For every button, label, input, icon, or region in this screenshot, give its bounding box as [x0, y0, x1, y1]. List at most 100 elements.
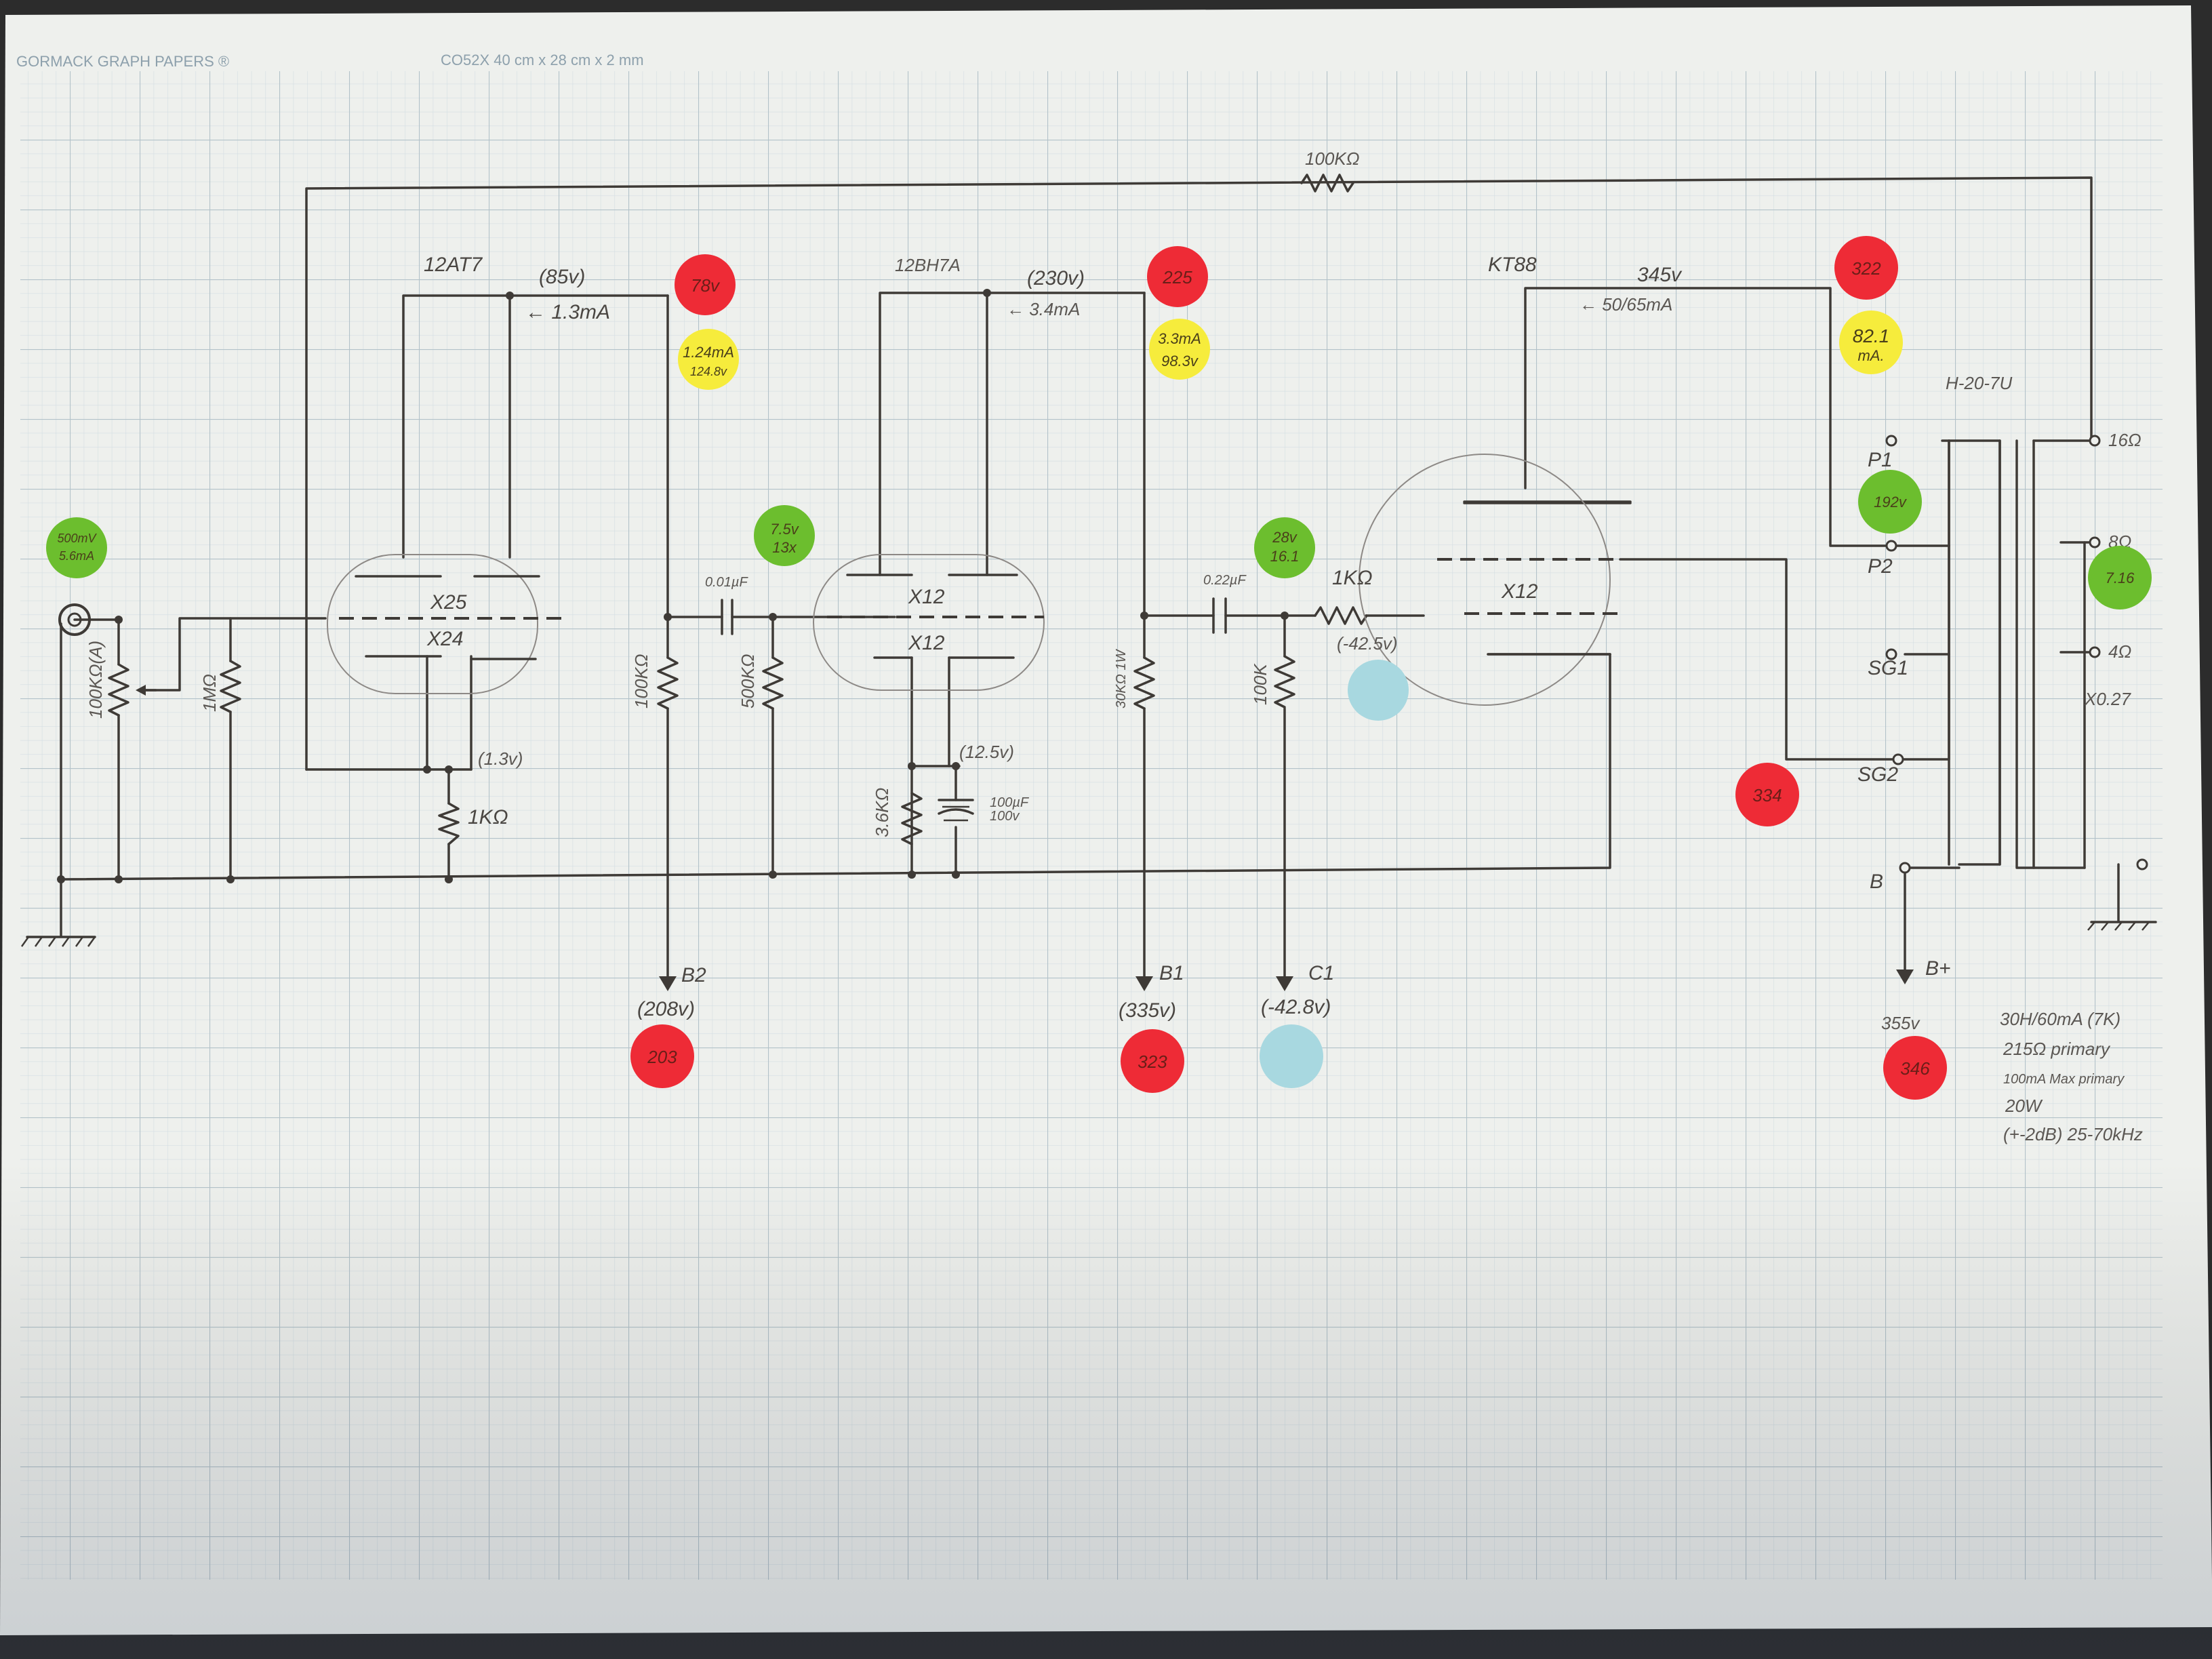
sticker-red: [675, 254, 736, 315]
tx-ratio: X0.27: [2084, 689, 2131, 709]
tx-meas-out: 7.16: [2106, 569, 2135, 586]
stage1-plate-v: (85v): [539, 266, 585, 288]
kt88-meas-i1: 82.1: [1853, 325, 1890, 346]
b2-label: B2: [681, 964, 706, 986]
c1-voltage: (-42.8v): [1261, 996, 1331, 1018]
stage3-gain-1: 28v: [1272, 529, 1298, 546]
sticker-yellow: [1149, 319, 1210, 380]
kt88-current: ← 50/65mA: [1580, 294, 1672, 315]
input-pot-label: 100KΩ(A): [85, 641, 106, 719]
sticker-red: [1735, 763, 1799, 826]
stage2-meas-plate: 225: [1162, 267, 1192, 287]
stage2-plate-r: 30KΩ 1W: [1114, 649, 1129, 708]
output-transformer: [1948, 439, 2001, 866]
stage1-meas-i1: 1.24mA: [683, 344, 734, 361]
bplus-voltage: 355v: [1881, 1013, 1921, 1033]
stage1-triode-top: X25: [430, 591, 467, 614]
tx-p1: P1: [1868, 449, 1893, 471]
stage2-triode-top: X12: [908, 586, 945, 608]
stage2-current: ← 3.4mA: [1007, 299, 1080, 319]
stage2-grid-r: 500KΩ: [738, 654, 758, 708]
tube-12at7: [327, 554, 538, 694]
kt88-gain: X12: [1501, 580, 1538, 603]
stage2-triode-bottom: X12: [908, 632, 945, 654]
tx-sg1: SG1: [1868, 657, 1908, 679]
measurement-stickers: 500mV 5.6mA 78v 1.24mA 124.8v 7.5v 13x 2…: [46, 236, 2152, 1100]
tube-12bh7a: [813, 554, 1045, 691]
tx-p2: P2: [1868, 555, 1893, 578]
stage1-cathode-v: (1.3v): [478, 748, 523, 769]
stage2-cathode-cap-1: 100µF: [990, 795, 1030, 810]
stage1-meas-plate: 78v: [691, 275, 721, 296]
feedback-resistor: [1300, 174, 1354, 193]
tx-b: B: [1870, 871, 1883, 893]
b1-label: B1: [1159, 962, 1184, 984]
coupling-cap-2: 0.22µF: [1203, 573, 1247, 588]
grid-stop-label: 1KΩ: [1332, 567, 1373, 589]
b2-voltage: (208v): [637, 998, 695, 1020]
grid-stopper-1k: [1314, 606, 1368, 625]
sticker-red: [1121, 1029, 1184, 1093]
stage2-cathode-r: 3.6KΩ: [872, 788, 892, 837]
sticker-red: [630, 1024, 694, 1088]
cathode-resistor-1k: [438, 802, 460, 845]
grid-resistor-1m: [220, 660, 241, 713]
stage1-current: ← 1.3mA: [525, 301, 610, 323]
paper-spec: CO52X 40 cm x 28 cm x 2 mm: [441, 52, 644, 68]
stage1-plate-r: 100KΩ: [631, 654, 651, 708]
kt88-meas-i2: mA.: [1857, 347, 1884, 364]
input-sig-1: 500mV: [57, 532, 97, 545]
input-sig-2: 5.6mA: [59, 549, 94, 563]
sticker-red: [1883, 1036, 1947, 1100]
sticker-blue: [1348, 660, 1409, 721]
cathode-resistor-3k6: [901, 792, 923, 845]
tx-spec-5: (+-2dB) 25-70kHz: [2003, 1124, 2143, 1144]
tx-spec-3: 100mA Max primary: [2003, 1072, 2125, 1087]
input-jack-icon: [58, 603, 91, 636]
sticker-green: [46, 517, 107, 578]
sticker-yellow: [1839, 311, 1903, 374]
tx-spec-2: 215Ω primary: [2003, 1039, 2111, 1059]
sticker-red: [1147, 246, 1208, 307]
labels: 12AT7 (85v) ← 1.3mA X25 X24 (1.3v) 1KΩ 1…: [85, 148, 2143, 1144]
feedback-resistor-label: 100KΩ: [1305, 148, 1360, 169]
stage2-cathode-v: (12.5v): [959, 742, 1014, 762]
tx-meas-p1: 192v: [1874, 494, 1908, 511]
plate-resistor-100k: [657, 656, 679, 710]
stage2-meas-i1: 3.3mA: [1158, 330, 1201, 347]
b1-meas: 323: [1138, 1052, 1167, 1072]
grid-resistor-100k: [1274, 655, 1295, 708]
input-pot: [108, 663, 129, 717]
stage3-grid-r: 100K: [1250, 663, 1270, 705]
b1-voltage: (335v): [1119, 999, 1176, 1022]
junctions: [57, 289, 1909, 883]
sticker-green: [2088, 546, 2152, 609]
tap-16: 16Ω: [2108, 430, 2141, 450]
tube-envelopes: [327, 454, 1620, 706]
sticker-blue: [1260, 1024, 1323, 1088]
stage1-cathode-r: 1KΩ: [468, 806, 508, 828]
grid-resistor-500k: [762, 656, 784, 710]
sticker-yellow: [678, 329, 739, 390]
stage1-meas-i2: 124.8v: [690, 365, 727, 378]
stage3-grid-v: (-42.5v): [1337, 633, 1398, 654]
stage1-tube-label: 12AT7: [424, 254, 483, 276]
stage2-plate-v: (230v): [1027, 267, 1085, 289]
kt88-meas-sg2: 334: [1752, 785, 1782, 805]
stage3-gain-2: 16.1: [1270, 548, 1300, 565]
c1-label: C1: [1308, 962, 1334, 984]
stage2-cathode-cap-2: 100v: [990, 809, 1020, 824]
tx-spec-4: 20W: [2005, 1096, 2043, 1116]
tap-4: 4Ω: [2108, 641, 2131, 662]
stage2-gain-1: 7.5v: [770, 521, 800, 538]
stage2-tube-label: 12BH7A: [895, 255, 961, 275]
kt88-label: KT88: [1488, 254, 1537, 276]
tx-spec-1: 30H/60mA (7K): [2000, 1009, 2120, 1029]
stage1-triode-bottom: X24: [426, 628, 463, 650]
sticker-green: [1858, 470, 1922, 534]
sticker-green: [754, 505, 815, 566]
plate-resistor-30k: [1133, 656, 1155, 710]
terminals: [1885, 435, 2148, 874]
kt88-meas-plate: 322: [1851, 258, 1881, 279]
